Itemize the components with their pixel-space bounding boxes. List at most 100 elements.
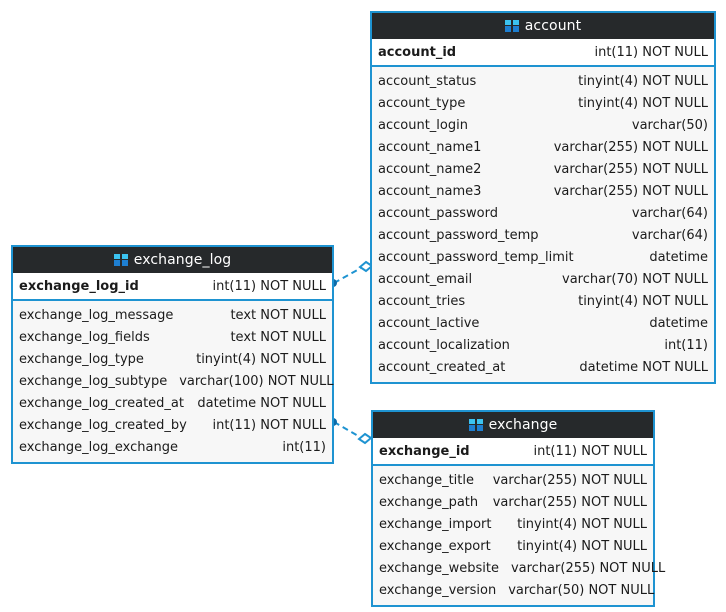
field-type: varchar(255) NOT NULL xyxy=(553,161,708,177)
field-row[interactable]: exchange_website varchar(255) NOT NULL xyxy=(373,557,665,579)
entity-exchange_log[interactable]: exchange_log exchange_log_id int(11) NOT… xyxy=(11,245,334,464)
field-name: account_created_at xyxy=(378,359,506,375)
field-name: account_login xyxy=(378,117,468,133)
field-type: int(11) xyxy=(282,439,326,455)
field-name: exchange_log_message xyxy=(19,307,174,323)
field-type: varchar(255) NOT NULL xyxy=(492,472,647,488)
field-type: tinyint(4) NOT NULL xyxy=(578,95,708,111)
field-row[interactable]: account_email varchar(70) NOT NULL xyxy=(372,268,714,290)
field-name: account_password xyxy=(378,205,499,221)
field-name: account_status xyxy=(378,73,477,89)
entity-title: exchange xyxy=(488,417,558,433)
field-type: varchar(255) NOT NULL xyxy=(510,560,666,576)
field-row[interactable]: exchange_log_message text NOT NULL xyxy=(13,304,332,326)
field-name: exchange_log_subtype xyxy=(19,373,168,389)
field-type: varchar(255) NOT NULL xyxy=(553,183,708,199)
field-type: int(11) NOT NULL xyxy=(212,278,326,294)
relationship-exchange_log-exchange[interactable] xyxy=(329,418,373,445)
field-type: varchar(255) NOT NULL xyxy=(553,139,708,155)
field-type: datetime xyxy=(649,249,708,265)
field-type: varchar(50) xyxy=(631,117,708,133)
field-row[interactable]: account_status tinyint(4) NOT NULL xyxy=(372,70,714,92)
field-name: account_email xyxy=(378,271,473,287)
table-icon xyxy=(468,419,483,431)
field-type: tinyint(4) NOT NULL xyxy=(196,351,326,367)
field-row[interactable]: account_name2 varchar(255) NOT NULL xyxy=(372,158,714,180)
field-row[interactable]: exchange_title varchar(255) NOT NULL xyxy=(373,469,653,491)
field-row[interactable]: account_type tinyint(4) NOT NULL xyxy=(372,92,714,114)
field-name: exchange_log_exchange xyxy=(19,439,178,455)
field-name: exchange_website xyxy=(379,560,499,576)
field-type: tinyint(4) NOT NULL xyxy=(578,293,708,309)
field-row[interactable]: exchange_export tinyint(4) NOT NULL xyxy=(373,535,653,557)
field-row[interactable]: account_name1 varchar(255) NOT NULL xyxy=(372,136,714,158)
field-type: tinyint(4) NOT NULL xyxy=(517,516,647,532)
field-row[interactable]: account_tries tinyint(4) NOT NULL xyxy=(372,290,714,312)
field-row[interactable]: account_name3 varchar(255) NOT NULL xyxy=(372,180,714,202)
entity-exchange[interactable]: exchange exchange_id int(11) NOT NULL ex… xyxy=(371,410,665,607)
entity-title: account xyxy=(524,18,582,34)
field-name: account_localization xyxy=(378,337,510,353)
field-name: account_tries xyxy=(378,293,466,309)
field-name: exchange_version xyxy=(379,582,497,598)
field-name: exchange_path xyxy=(379,494,479,510)
field-row[interactable]: exchange_log_created_at datetime NOT NULL xyxy=(13,392,332,414)
entity-header-account: account xyxy=(372,13,714,39)
relationship-exchange_log-account[interactable] xyxy=(329,260,374,287)
primary-key-row[interactable]: exchange_log_id int(11) NOT NULL xyxy=(13,273,332,301)
field-row[interactable]: exchange_log_created_by int(11) NOT NULL xyxy=(13,414,332,436)
relationship-line xyxy=(333,267,362,284)
field-type: varchar(50) NOT NULL xyxy=(508,582,655,598)
field-type: varchar(100) NOT NULL xyxy=(179,373,334,389)
field-list: account_status tinyint(4) NOT NULL accoun… xyxy=(372,67,714,382)
field-row[interactable]: exchange_log_subtype varchar(100) NOT NUL… xyxy=(13,370,334,392)
field-type: tinyint(4) NOT NULL xyxy=(517,538,647,554)
field-name: account_password_temp_limit xyxy=(378,249,574,265)
entity-header-exchange_log: exchange_log xyxy=(13,247,332,273)
field-type: int(11) NOT NULL xyxy=(212,417,326,433)
field-type: int(11) xyxy=(664,337,708,353)
field-name: account_name3 xyxy=(378,183,482,199)
field-row[interactable]: account_login varchar(50) xyxy=(372,114,714,136)
diamond-marker xyxy=(357,432,373,445)
entity-account[interactable]: account account_id int(11) NOT NULL acco… xyxy=(370,11,716,384)
primary-key-row[interactable]: exchange_id int(11) NOT NULL xyxy=(373,438,653,466)
field-name: exchange_log_type xyxy=(19,351,144,367)
field-name: account_password_temp xyxy=(378,227,539,243)
field-type: datetime NOT NULL xyxy=(197,395,326,411)
entity-header-exchange: exchange xyxy=(373,412,653,438)
field-name: account_id xyxy=(378,44,457,60)
field-name: account_type xyxy=(378,95,466,111)
field-row[interactable]: exchange_log_type tinyint(4) NOT NULL xyxy=(13,348,332,370)
relationship-line xyxy=(333,421,361,438)
field-name: exchange_log_id xyxy=(19,278,139,294)
field-name: account_name2 xyxy=(378,161,482,177)
table-icon xyxy=(504,20,519,32)
field-name: exchange_title xyxy=(379,472,474,488)
field-type: int(11) NOT NULL xyxy=(533,443,647,459)
field-type: datetime xyxy=(649,315,708,331)
primary-key-row[interactable]: account_id int(11) NOT NULL xyxy=(372,39,714,67)
field-row[interactable]: account_password_temp_limit datetime xyxy=(372,246,714,268)
field-name: exchange_log_created_by xyxy=(19,417,187,433)
field-name: exchange_export xyxy=(379,538,491,554)
field-type: varchar(70) NOT NULL xyxy=(562,271,708,287)
field-name: exchange_log_fields xyxy=(19,329,150,345)
field-type: tinyint(4) NOT NULL xyxy=(578,73,708,89)
field-name: exchange_log_created_at xyxy=(19,395,184,411)
field-type: text NOT NULL xyxy=(230,307,326,323)
field-name: account_name1 xyxy=(378,139,482,155)
field-type: text NOT NULL xyxy=(230,329,326,345)
field-row[interactable]: account_localization int(11) xyxy=(372,334,714,356)
field-row[interactable]: exchange_version varchar(50) NOT NULL xyxy=(373,579,655,601)
field-row[interactable]: exchange_log_exchange int(11) xyxy=(13,436,332,458)
field-row[interactable]: exchange_log_fields text NOT NULL xyxy=(13,326,332,348)
